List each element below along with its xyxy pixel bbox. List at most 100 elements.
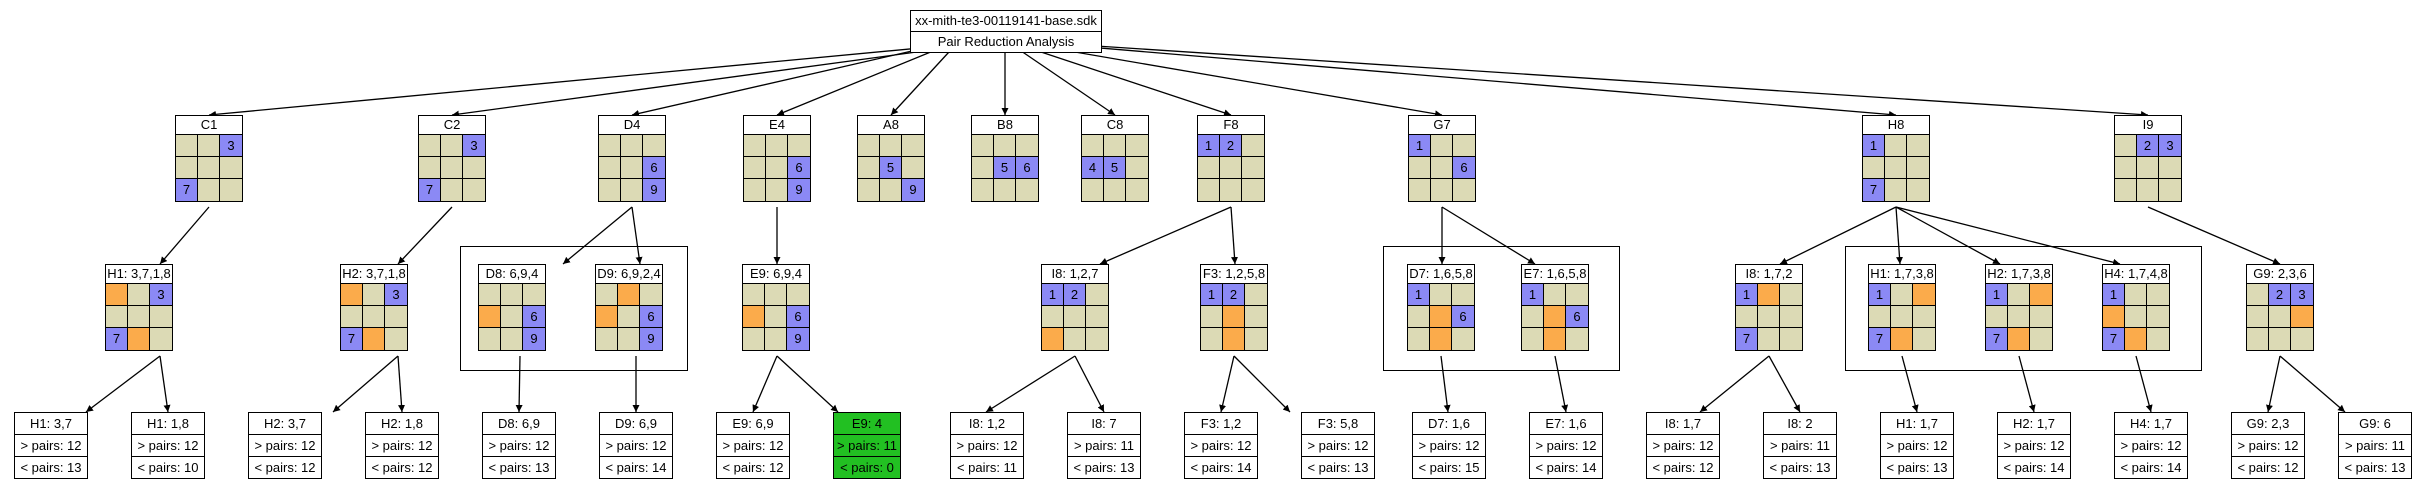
leaf-title: H1: 1,7: [1881, 413, 1953, 435]
candidate-cell: [880, 179, 902, 201]
box-title: H8: [1863, 116, 1929, 135]
box-title: C1: [176, 116, 242, 135]
leaf-h2-3-7: H2: 3,7> pairs: 12< pairs: 12: [248, 412, 322, 479]
candidate-cell: 1: [1522, 284, 1544, 306]
candidate-cell: [1431, 179, 1453, 201]
leaf-greater-pairs: > pairs: 12: [366, 435, 438, 457]
edge-arrow: [159, 206, 210, 265]
leaf-e9-4: E9: 4> pairs: 11< pairs: 0: [833, 412, 901, 479]
candidate-cell: [743, 328, 765, 350]
candidate-cell: [765, 328, 787, 350]
candidate-cell: [150, 328, 172, 350]
candidate-cell: 2: [2137, 135, 2159, 157]
candidate-cell: [599, 157, 621, 179]
leaf-d8-6-9: D8: 6,9> pairs: 12< pairs: 13: [482, 412, 556, 479]
candidate-cell: 7: [1869, 328, 1891, 350]
candidate-cell: [1907, 135, 1929, 157]
leaf-lesser-pairs: < pairs: 12: [1652, 460, 1714, 475]
leaf-lesser-pairs: < pairs: 0: [840, 460, 894, 475]
box-title: I9: [2115, 116, 2181, 135]
candidate-cell: [1891, 306, 1913, 328]
candidate-cell: [621, 157, 643, 179]
leaf-greater-pairs: > pairs: 12: [132, 435, 204, 457]
leaf-greater-pairs: > pairs: 12: [1998, 435, 2070, 457]
leaf-lesser-pairs: < pairs: 13: [1307, 460, 1369, 475]
box-title: I8: 1,7,2: [1736, 265, 1802, 284]
leaf-lesser-pairs: < pairs: 14: [2003, 460, 2065, 475]
candidate-cell: [1408, 328, 1430, 350]
candidate-cell: [1220, 179, 1242, 201]
box-title: G9: 2,3,6: [2247, 265, 2313, 284]
candidate-cell: 5: [1104, 157, 1126, 179]
candidate-cell: 1: [1736, 284, 1758, 306]
candidate-cell: 7: [2103, 328, 2125, 350]
leaf-title: D8: 6,9: [483, 413, 555, 435]
leaf-title: D7: 1,6: [1413, 413, 1485, 435]
candidate-cell: [1544, 328, 1566, 350]
candidate-cell: [150, 306, 172, 328]
edge-arrow: [1230, 206, 1239, 265]
candidate-cell: [621, 179, 643, 201]
candidate-cell: [2147, 328, 2169, 350]
candidate-cell: [1245, 306, 1267, 328]
candidate-cell: [1453, 179, 1475, 201]
candidate-cell: [596, 306, 618, 328]
candidate-cell: 2: [1223, 284, 1245, 306]
leaf-greater-pairs: > pairs: 12: [483, 435, 555, 457]
cluster-h8: [1845, 246, 2202, 371]
candidate-cell: [363, 306, 385, 328]
candidate-cell: [2147, 306, 2169, 328]
candidate-cell: [1430, 328, 1452, 350]
box-title: D9: 6,9,2,4: [596, 265, 662, 284]
leaf-title: H2: 1,7: [1998, 413, 2070, 435]
edge-arrow: [1004, 39, 2149, 119]
edge-arrow: [1895, 206, 1904, 265]
candidate-cell: [1223, 306, 1245, 328]
candidate-cell: [1566, 328, 1588, 350]
candidate-cell: 1: [1869, 284, 1891, 306]
leaf-h1-3-7: H1: 3,7> pairs: 12< pairs: 13: [14, 412, 88, 479]
candidate-cell: [1086, 328, 1108, 350]
candidate-cell: [479, 306, 501, 328]
leaf-title: E9: 4: [834, 413, 900, 435]
candidate-cell: [2147, 284, 2169, 306]
candidate-cell: 9: [787, 328, 809, 350]
candidate-cell: [2247, 328, 2269, 350]
candidate-cell: [2269, 306, 2291, 328]
candidate-cell: [341, 306, 363, 328]
edge-arrow: [562, 206, 633, 265]
cluster-d4: [460, 246, 688, 371]
candidate-cell: 2: [1064, 284, 1086, 306]
edge-arrow: [985, 355, 1076, 413]
candidate-cell: [106, 306, 128, 328]
leaf-lesser-pairs: < pairs: 13: [1073, 460, 1135, 475]
edge-arrow: [631, 206, 643, 265]
candidate-cell: [1016, 135, 1038, 157]
candidate-cell: 1: [1198, 135, 1220, 157]
edge-arrow: [1779, 206, 1897, 265]
leaf-greater-pairs: > pairs: 12: [717, 435, 789, 457]
leaf-lesser-pairs: < pairs: 10: [137, 460, 199, 475]
candidate-cell: [621, 135, 643, 157]
box-title: D4: [599, 116, 665, 135]
candidate-cell: [743, 306, 765, 328]
candidate-cell: [2291, 328, 2313, 350]
candidate-cell: [2030, 306, 2052, 328]
leaf-title: H2: 3,7: [249, 413, 321, 435]
candidate-cell: [640, 284, 662, 306]
leaf-lesser-pairs: < pairs: 13: [1886, 460, 1948, 475]
candidate-cell: [1780, 328, 1802, 350]
box-title: C2: [419, 116, 485, 135]
candidate-cell: [765, 306, 787, 328]
